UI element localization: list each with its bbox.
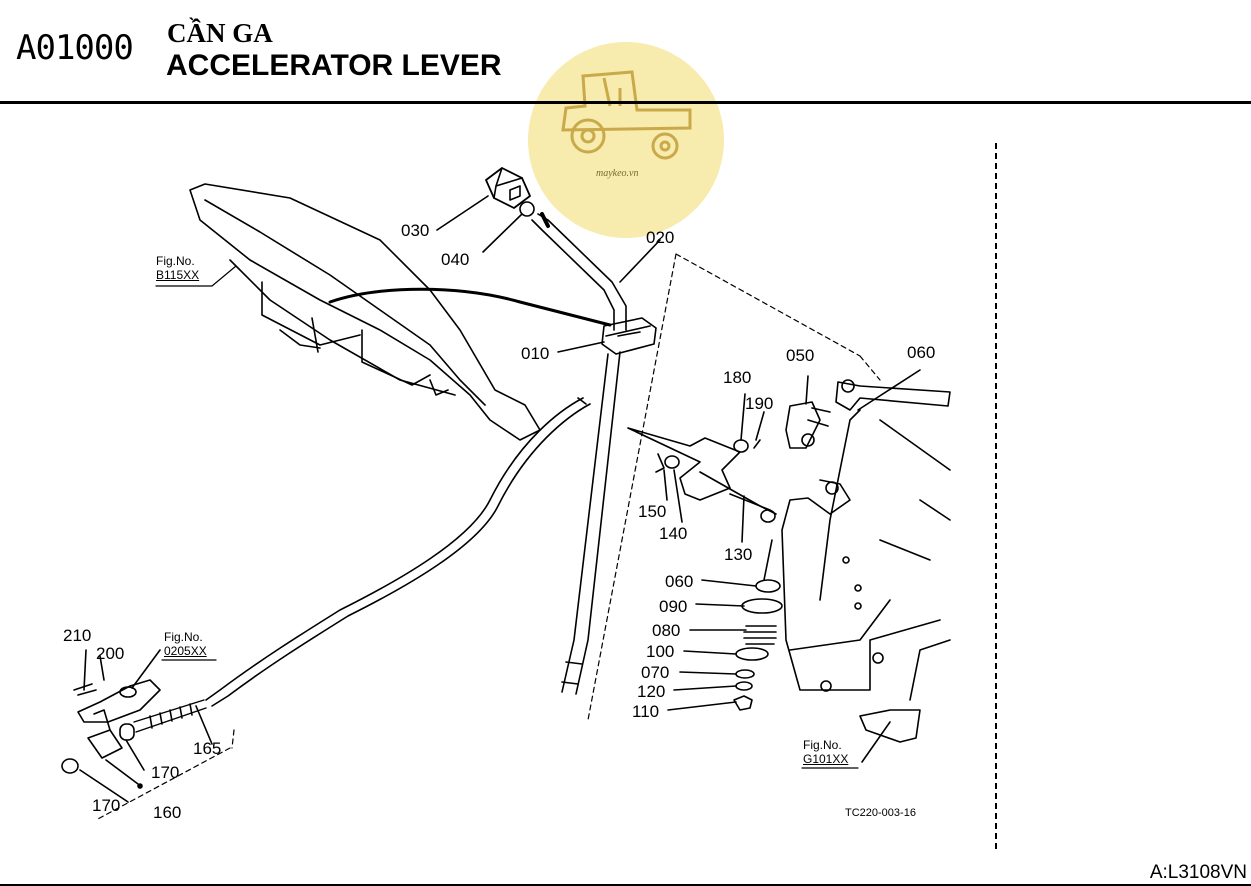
callout-110: 110 [632,702,660,721]
callout-070: 070 [641,663,670,682]
callout-080: 080 [652,621,681,640]
fig-ref-value: 0205XX [164,644,207,658]
callout-180: 180 [723,368,752,387]
drawing-number: TC220-003-16 [845,807,916,819]
callout-130: 130 [724,545,753,564]
callout-060-stack: 060 [665,572,694,591]
fig-ref-b115xx[interactable]: Fig.No. B115XX [156,254,199,282]
callout-010: 010 [521,344,550,363]
fig-ref-g101xx[interactable]: Fig.No. G101XX [803,738,848,766]
callout-030: 030 [401,221,430,240]
callout-050: 050 [786,346,815,365]
callout-140: 140 [659,524,688,543]
fig-ref-0205xx[interactable]: Fig.No. 0205XX [164,630,207,658]
fig-ref-label: Fig.No. [803,738,842,752]
callout-150: 150 [638,502,667,521]
page-reference: A:L3108VN [1149,862,1247,883]
callout-210: 210 [63,626,92,645]
callout-165: 165 [193,739,222,758]
callout-190: 190 [745,394,774,413]
callout-120: 120 [637,682,666,701]
watermark-text: maykeo.vn [596,168,639,179]
callout-060-top: 060 [907,343,936,362]
callout-020: 020 [646,228,675,247]
callout-100: 100 [646,642,675,661]
title-vietnamese: CẦN GA [167,18,273,48]
callout-040: 040 [441,250,470,269]
fig-ref-value: B115XX [156,268,200,282]
fig-ref-value: G101XX [803,752,849,766]
title-english: ACCELERATOR LEVER [166,49,502,82]
section-code: A01000 [16,28,134,68]
callout-170-left: 170 [92,796,121,815]
header-rule [0,101,1251,104]
footer-rule [0,884,1251,886]
fig-ref-label: Fig.No. [164,630,203,644]
callout-090: 090 [659,597,688,616]
margin-dashed-line [995,143,997,849]
fig-ref-label: Fig.No. [156,254,195,268]
callout-160: 160 [153,803,182,822]
callout-170-right: 170 [151,763,180,782]
callout-200: 200 [96,644,125,663]
